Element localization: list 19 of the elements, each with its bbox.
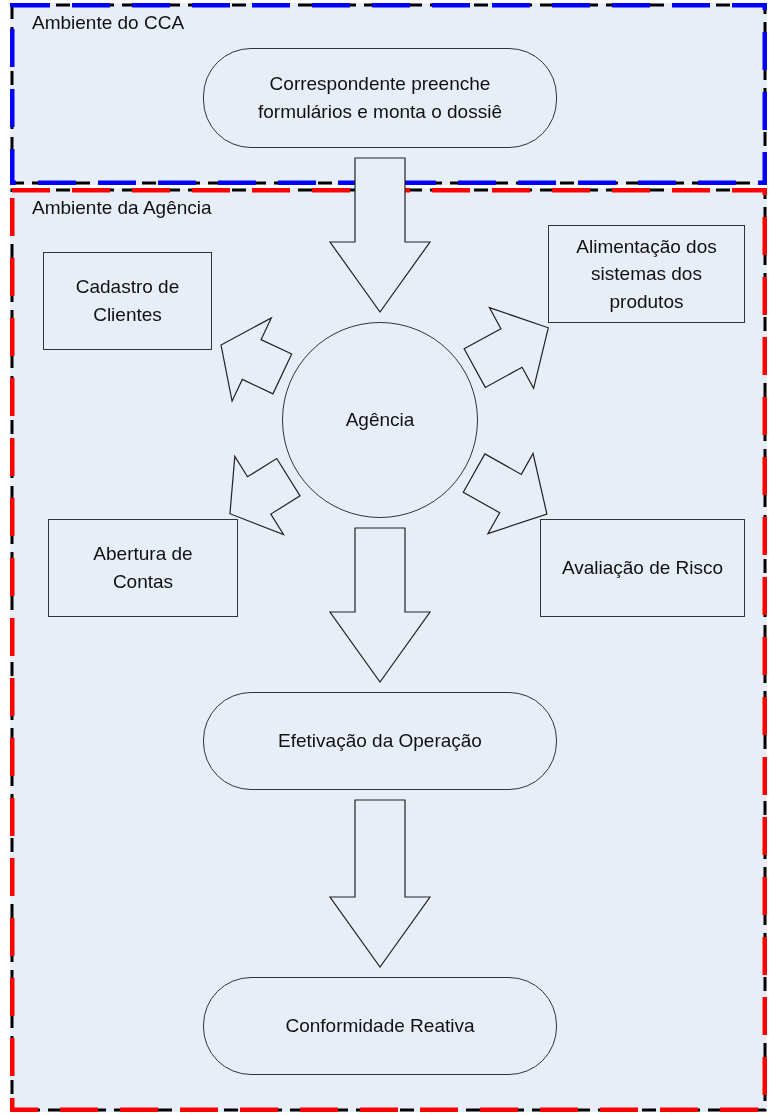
process-circle: Agência — [282, 322, 478, 518]
block-arrow — [229, 454, 301, 536]
process-box: Abertura de Contas — [48, 519, 238, 617]
zone-label: Ambiente do CCA — [32, 11, 185, 35]
block-arrow — [462, 451, 548, 535]
process-box: Cadastro de Clientes — [43, 252, 212, 350]
process-terminal: Efetivação da Operação — [203, 692, 557, 790]
zone-label: Ambiente da Agência — [32, 196, 212, 220]
process-terminal: Correspondente preenche formulários e monta o dossiê — [203, 48, 557, 148]
block-arrow — [220, 316, 293, 404]
process-terminal: Conformidade Reativa — [203, 977, 557, 1075]
zone-panel — [10, 188, 767, 1112]
block-arrow — [328, 799, 432, 969]
block-arrow — [328, 157, 432, 314]
block-arrow — [463, 306, 549, 390]
block-arrow — [328, 527, 432, 684]
zone-panel — [10, 3, 767, 185]
process-box: Avaliação de Risco — [540, 519, 745, 617]
process-box: Alimentação dos sistemas dos produtos — [548, 225, 745, 323]
